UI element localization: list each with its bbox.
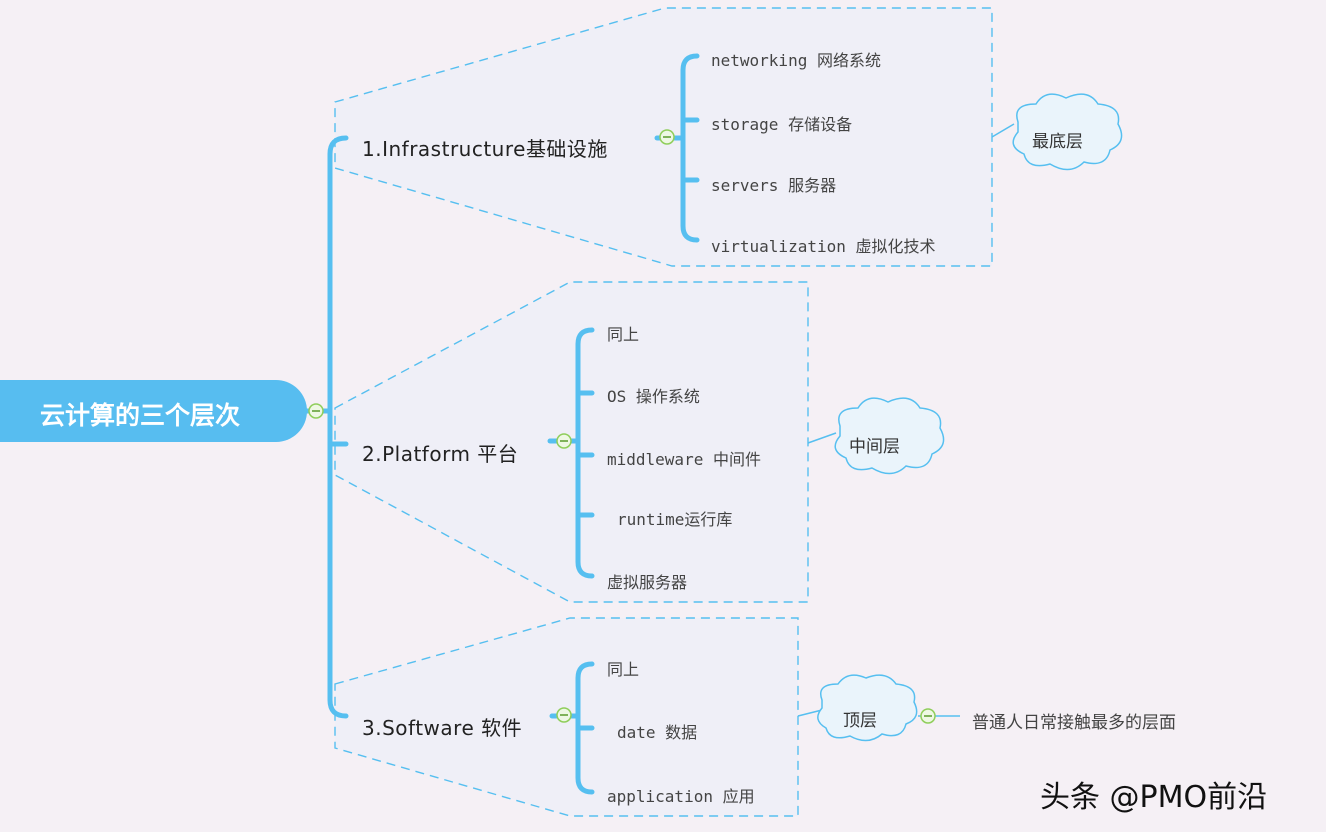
branch-infrastructure-label[interactable]: 1.Infrastructure基础设施 <box>362 137 608 161</box>
branch-software-label[interactable]: 3.Software 软件 <box>362 716 523 740</box>
item-runtime[interactable]: runtime运行库 <box>617 510 733 529</box>
cloud-tag-middle[interactable] <box>834 397 945 475</box>
watermark: 头条 @PMO前沿 <box>1040 780 1268 815</box>
brace-infrastructure <box>654 53 700 243</box>
item-platform-same[interactable]: 同上 <box>607 325 640 344</box>
collapse-software-icon[interactable] <box>556 707 572 723</box>
item-os[interactable]: OS 操作系统 <box>607 387 700 406</box>
cloud-tag-top[interactable] <box>817 674 918 742</box>
cloud-tag-bottom[interactable] <box>1012 93 1123 171</box>
root-node-shape[interactable] <box>0 380 307 442</box>
collapse-top-tag-icon[interactable] <box>920 708 936 724</box>
item-networking[interactable]: networking 网络系统 <box>711 51 881 70</box>
item-application[interactable]: application 应用 <box>607 787 755 806</box>
note-everyday-layer[interactable]: 普通人日常接触最多的层面 <box>972 713 1176 733</box>
item-servers[interactable]: servers 服务器 <box>711 176 837 195</box>
cloud-tag-middle-label: 中间层 <box>849 437 900 457</box>
item-software-same[interactable]: 同上 <box>607 660 640 679</box>
collapse-infrastructure-icon[interactable] <box>659 129 675 145</box>
collapse-platform-icon[interactable] <box>556 433 572 449</box>
cloud-tag-bottom-label: 最底层 <box>1032 132 1083 152</box>
collapse-root-icon[interactable] <box>308 403 324 419</box>
root-node-label[interactable]: 云计算的三个层次 <box>40 401 241 430</box>
item-middleware[interactable]: middleware 中间件 <box>607 450 761 469</box>
item-data[interactable]: date 数据 <box>617 723 698 742</box>
branch-platform-label[interactable]: 2.Platform 平台 <box>362 442 519 466</box>
item-storage[interactable]: storage 存储设备 <box>711 115 853 134</box>
cloud-tag-top-label: 顶层 <box>843 711 877 731</box>
item-virtualization[interactable]: virtualization 虚拟化技术 <box>711 237 936 256</box>
item-virtual-server[interactable]: 虚拟服务器 <box>607 573 688 592</box>
